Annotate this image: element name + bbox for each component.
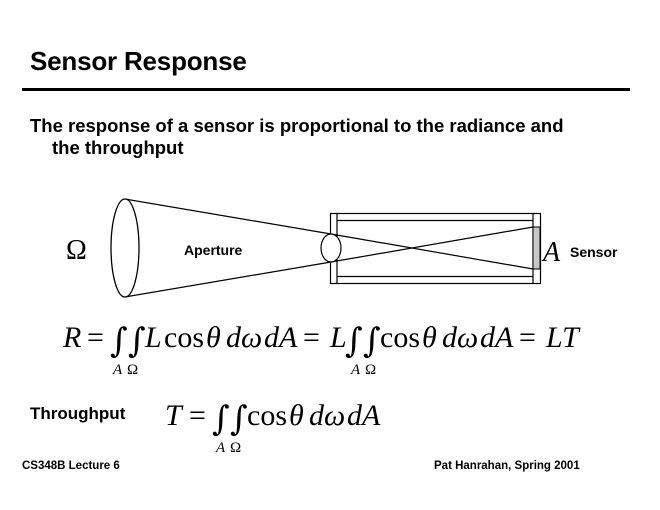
area-label: A — [541, 237, 561, 268]
eq1-theta: θ — [206, 321, 221, 354]
eq1-equals-2: = — [303, 321, 320, 354]
omega-label: Ω — [66, 235, 87, 266]
eq1-dA-2: dA — [480, 321, 514, 354]
integral-omega-icon: ∫ — [128, 321, 146, 361]
bullet-line-2: the throughput — [52, 137, 184, 158]
integral-omega-icon-3: ∫ — [230, 399, 248, 439]
eq2-dA: dA — [347, 399, 381, 432]
eq2-sub-a: A — [215, 440, 226, 456]
cone-top-edge — [124, 198, 332, 235]
eq1-domega: dω — [226, 321, 262, 354]
eq1-cos: cos — [164, 321, 204, 354]
eq1-cos-2: cos — [380, 321, 420, 354]
footer-course: CS348B Lecture 6 — [22, 460, 120, 472]
eq1-rhs: LT — [545, 321, 581, 354]
solid-angle-ellipse — [110, 198, 140, 298]
aperture-label: Aperture — [184, 242, 243, 258]
response-equation: R = ∫ ∫ A Ω L cos θ dω dA = L ∫ ∫ A Ω co… — [62, 321, 581, 378]
eq1-sub-a: A — [112, 362, 123, 378]
eq1-equals-3: = — [519, 321, 536, 354]
title-rule — [22, 88, 630, 91]
eq2-equals: = — [189, 399, 206, 432]
throughput-label: Throughput — [30, 404, 126, 423]
eq2-theta: θ — [289, 399, 304, 432]
integral-a-icon-3: ∫ — [212, 399, 230, 439]
eq1-factor: L — [329, 321, 347, 354]
eq1-equals: = — [87, 321, 104, 354]
integral-omega-icon-2: ∫ — [363, 321, 381, 361]
eq2-sub-omega: Ω — [230, 440, 241, 456]
eq1-sub-omega: Ω — [127, 362, 138, 378]
ray-bottom-to-top — [330, 226, 534, 263]
camera-box-outer — [329, 212, 542, 285]
throughput-equation: T = ∫ ∫ A Ω cos θ dω dA — [165, 399, 381, 456]
integral-a-icon-2: ∫ — [345, 321, 363, 361]
footer-author: Pat Hanrahan, Spring 2001 — [434, 460, 580, 472]
bullet-line-1: The response of a sensor is proportional… — [30, 115, 564, 136]
eq1-lhs: R — [62, 321, 81, 354]
integral-a-icon: ∫ — [110, 321, 128, 361]
eq1-sub-omega-2: Ω — [365, 362, 376, 378]
eq1-domega-2: dω — [442, 321, 478, 354]
sensor-label: Sensor — [570, 244, 618, 260]
sensor-area — [532, 226, 541, 270]
eq1-dA: dA — [264, 321, 298, 354]
eq2-domega: dω — [309, 399, 345, 432]
lens-icon — [320, 233, 342, 263]
eq2-cos: cos — [247, 399, 287, 432]
slide-title: Sensor Response — [30, 46, 247, 76]
ray-top-to-bottom — [330, 233, 534, 270]
eq1-sub-a-2: A — [350, 362, 361, 378]
eq1-L: L — [144, 321, 162, 354]
eq1-theta-2: θ — [422, 321, 437, 354]
eq2-lhs: T — [165, 399, 184, 432]
cone-bottom-edge — [124, 261, 332, 298]
